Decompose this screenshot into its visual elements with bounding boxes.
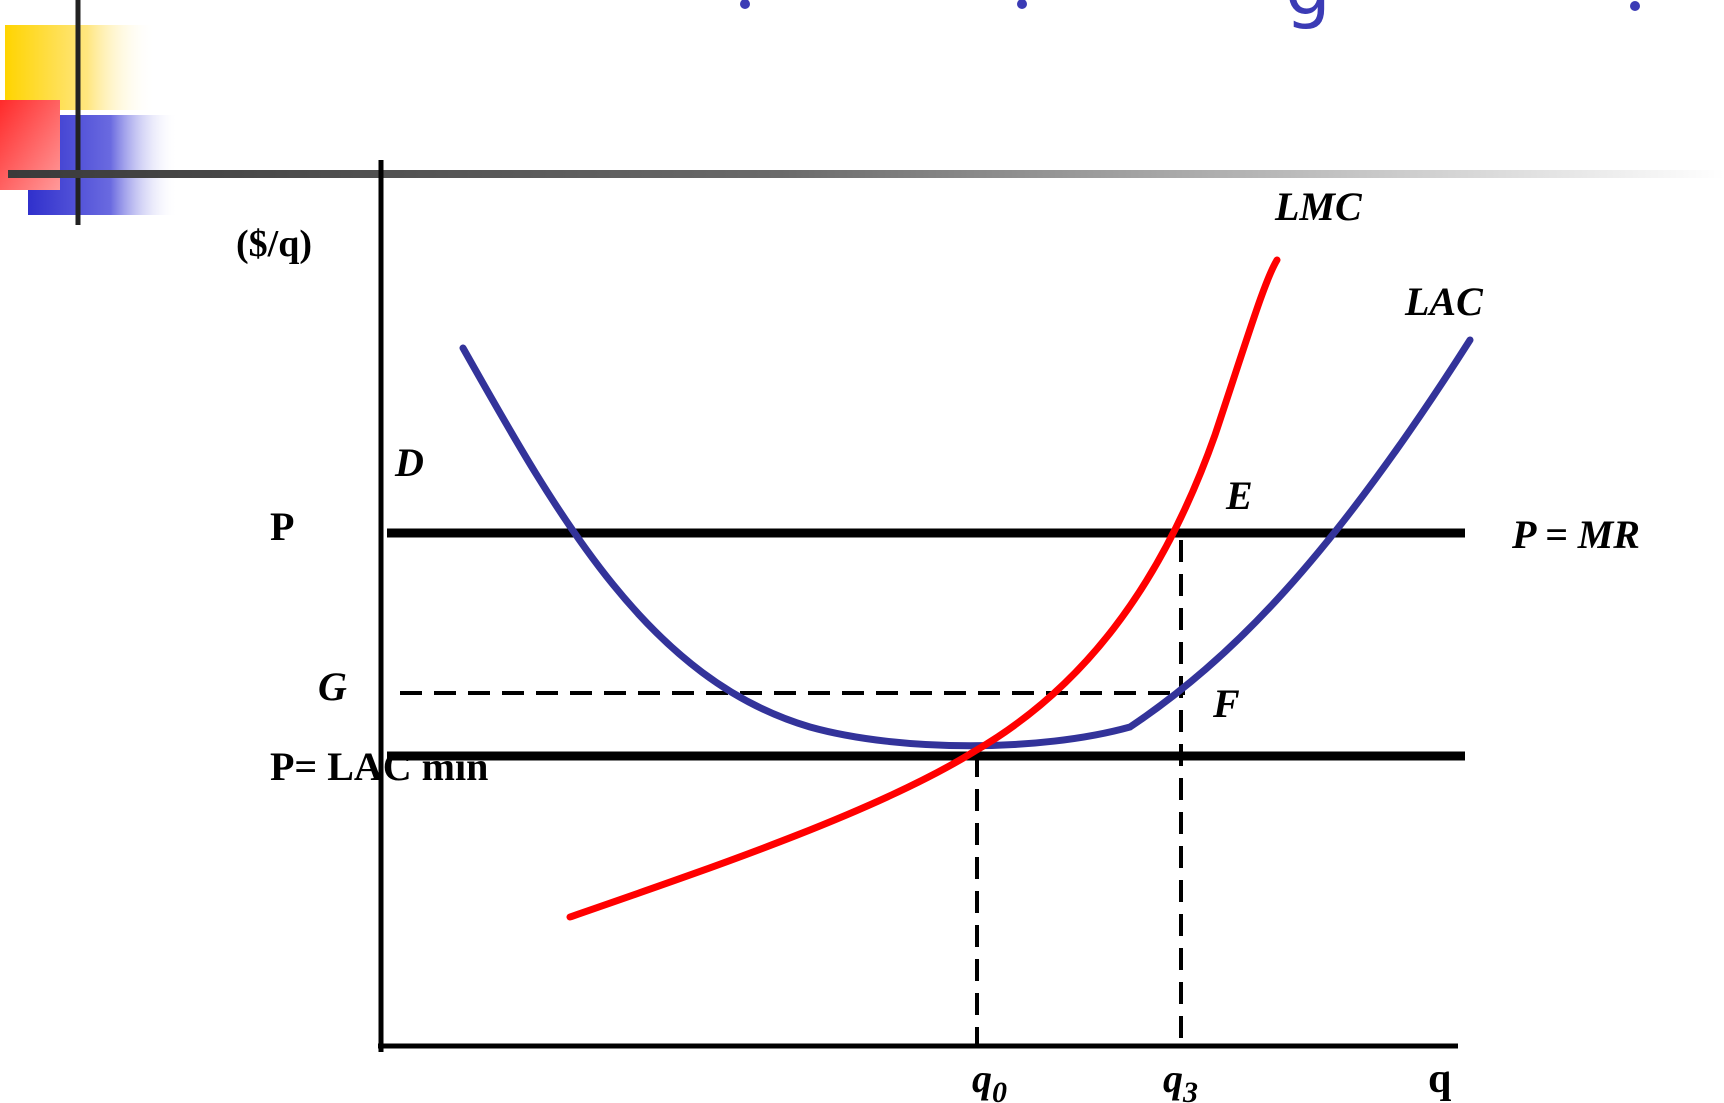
header-rule [8, 170, 1724, 178]
y-axis-label: ($/q) [236, 223, 312, 265]
point-e-label: E [1225, 473, 1253, 518]
g-label: G [318, 664, 347, 709]
lmc-curve [566, 256, 1281, 921]
title-fragment: g [740, 0, 1640, 31]
lac-label: LAC [1404, 279, 1484, 324]
q0-label: q0 [972, 1056, 1007, 1103]
q3-label-sub: 3 [1182, 1076, 1198, 1103]
p-mr-label: P = MR [1511, 512, 1640, 557]
title-glyph: g [1285, 0, 1331, 31]
q0-label-base: q [972, 1056, 992, 1101]
q3-label-base: q [1163, 1056, 1183, 1101]
p-label: P [270, 504, 294, 549]
point-f-label: F [1212, 681, 1240, 726]
q0-label-sub: 0 [992, 1076, 1007, 1103]
p-lac-min-label: P= LAC min [270, 744, 488, 789]
point-d-label: D [394, 440, 424, 485]
dashed-guides [400, 540, 1185, 1045]
decorative-logo [0, 0, 178, 225]
lmc-label: LMC [1274, 184, 1363, 229]
q3-label: q3 [1163, 1056, 1198, 1103]
x-axis-label: q [1428, 1056, 1451, 1102]
lac-curve [459, 336, 1474, 750]
